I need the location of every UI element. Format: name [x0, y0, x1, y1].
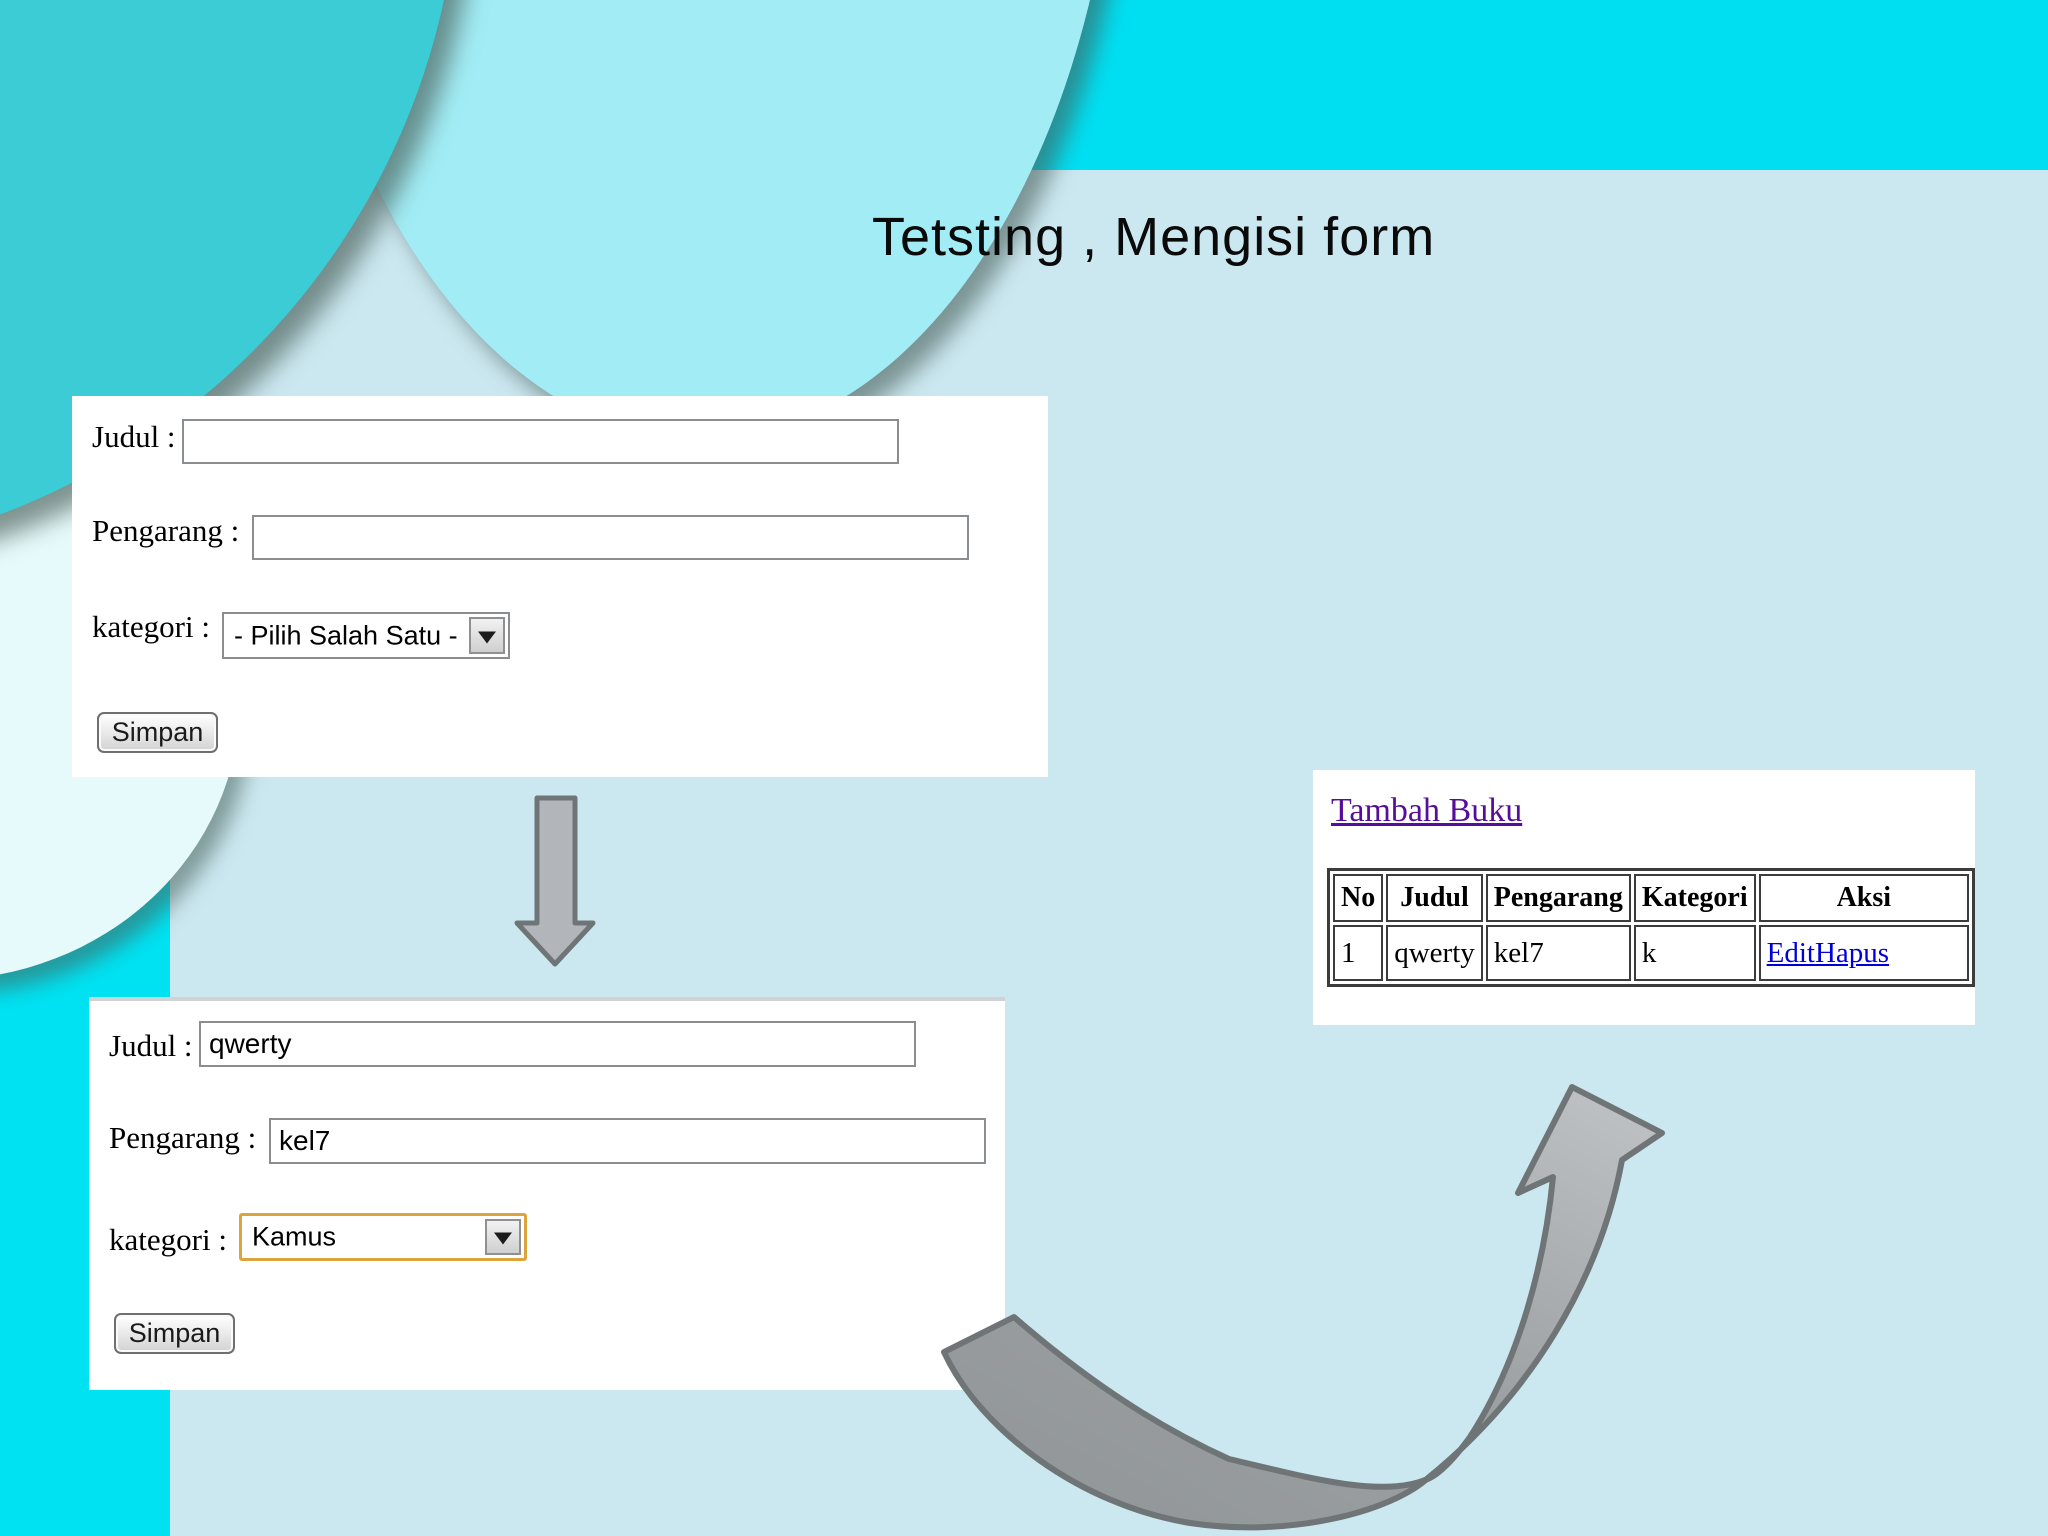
edit-link[interactable]: Edit — [1766, 936, 1815, 969]
tambah-buku-link[interactable]: Tambah Buku — [1331, 792, 1523, 829]
select-dropdown-button[interactable] — [469, 617, 505, 654]
kategori-label: kategori : — [92, 609, 210, 644]
simpan-button[interactable]: Simpan — [114, 1313, 235, 1354]
chevron-down-icon — [478, 630, 496, 643]
judul-input[interactable] — [182, 419, 899, 464]
pengarang-input[interactable] — [252, 515, 969, 560]
cell-actions: EditHapus — [1758, 925, 1969, 981]
col-header-no: No — [1333, 874, 1384, 922]
curved-arrow — [941, 1084, 1665, 1531]
judul-label: Judul : — [92, 419, 176, 454]
books-table: No Judul Pengarang Kategori Aksi 1 qwert… — [1327, 868, 1975, 987]
judul-input[interactable] — [199, 1021, 916, 1067]
pengarang-label: Pengarang : — [109, 1120, 257, 1155]
col-header-pengarang: Pengarang — [1485, 874, 1631, 922]
form-panel-empty: Judul : Pengarang : kategori : - Pilih S… — [72, 396, 1048, 777]
judul-label: Judul : — [109, 1028, 193, 1063]
cell-judul: qwerty — [1386, 925, 1483, 981]
pengarang-label: Pengarang : — [92, 513, 240, 548]
kategori-select[interactable]: Kamus — [239, 1213, 527, 1261]
table-row: 1 qwerty kel7 k EditHapus — [1333, 925, 1969, 981]
result-panel: Tambah Buku No Judul Pengarang Kategori … — [1313, 770, 1975, 1025]
simpan-button[interactable]: Simpan — [97, 712, 218, 753]
table-header-row: No Judul Pengarang Kategori Aksi — [1333, 874, 1969, 922]
slide-title: Tetsting , Mengisi form — [872, 207, 1436, 267]
kategori-label: kategori : — [109, 1222, 227, 1257]
col-header-kategori: Kategori — [1633, 874, 1756, 922]
kategori-selected-value: Kamus — [252, 1221, 337, 1252]
cell-kategori: k — [1633, 925, 1756, 981]
cell-no: 1 — [1333, 925, 1384, 981]
kategori-select[interactable]: - Pilih Salah Satu - — [222, 612, 510, 659]
col-header-judul: Judul — [1386, 874, 1483, 922]
select-dropdown-button[interactable] — [485, 1219, 521, 1255]
chevron-down-icon — [494, 1232, 512, 1245]
col-header-aksi: Aksi — [1758, 874, 1969, 922]
pengarang-input[interactable] — [269, 1118, 986, 1164]
hapus-link[interactable]: Hapus — [1814, 936, 1890, 969]
form-panel-filled: Judul : Pengarang : kategori : Kamus Sim… — [89, 997, 1005, 1390]
kategori-selected-value: - Pilih Salah Satu - — [234, 620, 458, 650]
down-arrow — [514, 795, 596, 967]
cell-pengarang: kel7 — [1485, 925, 1631, 981]
